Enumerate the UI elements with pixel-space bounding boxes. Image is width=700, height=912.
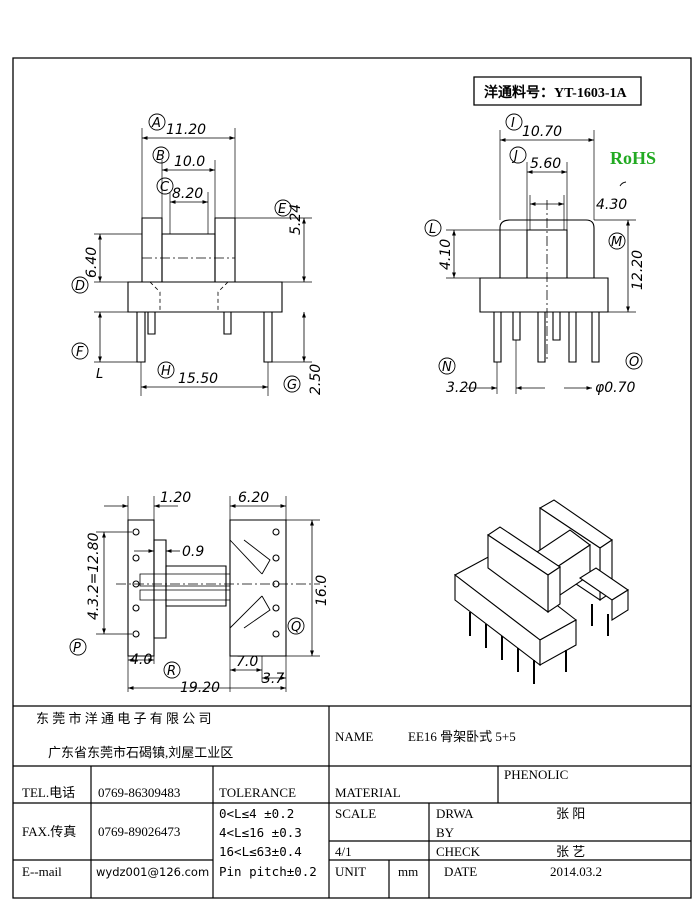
drwa-label: DRWA bbox=[436, 806, 474, 821]
top-right-block bbox=[230, 520, 286, 656]
label-b: B bbox=[156, 149, 165, 164]
label-a: A bbox=[151, 116, 161, 131]
side-view bbox=[446, 130, 636, 394]
front-left-flange bbox=[142, 218, 162, 282]
side-base bbox=[480, 278, 608, 312]
label-e: E bbox=[278, 202, 287, 217]
dim-n-value: 3.20 bbox=[446, 380, 477, 396]
tolerance-1: 0<L≤4 ±0.2 bbox=[219, 806, 294, 821]
dim-g-value: 2.50 bbox=[308, 364, 324, 395]
checked-by: 张 艺 bbox=[556, 844, 585, 859]
label-m: M bbox=[611, 235, 622, 250]
front-right-flange bbox=[215, 218, 235, 282]
label-n: N bbox=[442, 360, 452, 375]
dim-a-value: 11.20 bbox=[166, 122, 206, 138]
email-value: wydz001@126.com bbox=[96, 865, 209, 879]
label-o: O bbox=[629, 355, 639, 370]
tel-value: 0769-86309483 bbox=[98, 785, 180, 800]
drawn-by: 张 阳 bbox=[556, 806, 585, 821]
tolerance-2: 4<L≤16 ±0.3 bbox=[219, 825, 302, 840]
dim-i-value: 10.70 bbox=[522, 124, 562, 140]
side-flange bbox=[500, 220, 594, 278]
dim-j-value: 5.60 bbox=[530, 156, 561, 172]
dim-c-value: 8.20 bbox=[172, 186, 203, 202]
date-label: DATE bbox=[444, 864, 477, 879]
dim-gap-value: 0.9 bbox=[182, 544, 204, 560]
dim-w1-value: 1.20 bbox=[160, 490, 191, 506]
top-view bbox=[96, 496, 320, 692]
email-label: E--mail bbox=[22, 864, 62, 879]
company-address: 广东省东莞市石碣镇,刘屋工业区 bbox=[48, 745, 233, 760]
side-callouts bbox=[425, 114, 642, 374]
unit-label: UNIT bbox=[335, 864, 366, 879]
dim-pitch-value: 4.3.2=12.80 bbox=[86, 532, 102, 620]
label-c: C bbox=[160, 180, 170, 195]
label-j: J bbox=[511, 149, 518, 164]
scale-label: SCALE bbox=[335, 806, 376, 821]
l-mark: L bbox=[96, 367, 103, 382]
label-f: F bbox=[76, 345, 84, 360]
dim-h-value: 15.50 bbox=[178, 371, 218, 387]
dim-e-value: 5.24 bbox=[288, 204, 304, 235]
check-label: CHECK bbox=[436, 844, 481, 859]
name-value: EE16 骨架卧式 5+5 bbox=[408, 729, 516, 744]
unit-value: mm bbox=[398, 864, 418, 879]
front-callouts bbox=[72, 114, 300, 392]
part-number: 洋通料号：YT-1603-1A bbox=[484, 84, 627, 101]
top-left-pin-block bbox=[128, 520, 154, 656]
dim-w2-value: 6.20 bbox=[238, 490, 269, 506]
label-d: D bbox=[75, 279, 85, 294]
dim-total-value: 19.20 bbox=[180, 680, 220, 696]
dim-o-value: φ0.70 bbox=[595, 380, 636, 396]
top-callouts bbox=[70, 618, 304, 678]
name-label: NAME bbox=[335, 729, 373, 744]
front-view bbox=[94, 128, 312, 396]
sheet-border bbox=[13, 58, 691, 898]
label-q: Q bbox=[291, 620, 301, 635]
dim-p-value: 4.0 bbox=[130, 652, 152, 668]
label-h: H bbox=[161, 364, 171, 379]
top-left-flange bbox=[154, 540, 166, 638]
tolerance-4: Pin pitch±0.2 bbox=[219, 864, 317, 879]
label-g: G bbox=[287, 378, 297, 393]
company-name: 东 莞 市 洋 通 电 子 有 限 公 司 bbox=[36, 711, 212, 726]
dim-b-value: 10.0 bbox=[174, 154, 205, 170]
by-label: BY bbox=[436, 825, 455, 840]
dim-k-value: 4.30 bbox=[596, 197, 627, 213]
label-r: R bbox=[167, 664, 176, 679]
rohs-mark: RoHS bbox=[610, 148, 656, 168]
label-l: L bbox=[429, 222, 436, 237]
part-number-box: 洋通料号：YT-1603-1A bbox=[474, 77, 641, 105]
tolerance-label: TOLERANCE bbox=[219, 785, 296, 800]
title-block bbox=[13, 706, 691, 898]
isometric-view bbox=[455, 500, 628, 684]
label-i: I bbox=[511, 116, 515, 131]
dim-d-value: 6.40 bbox=[84, 247, 100, 278]
material-label: MATERIAL bbox=[335, 785, 401, 800]
dim-m-value: 12.20 bbox=[630, 250, 646, 290]
fax-label: FAX.传真 bbox=[22, 824, 76, 839]
scale-value: 4/1 bbox=[335, 844, 352, 859]
dim-small-value: 3.7 bbox=[262, 671, 284, 687]
dim-l-value: 4.10 bbox=[438, 239, 454, 270]
front-pin-right bbox=[264, 312, 272, 362]
material-value: PHENOLIC bbox=[504, 767, 568, 782]
fax-value: 0769-89026473 bbox=[98, 824, 180, 839]
dim-height-value: 16.0 bbox=[314, 575, 330, 606]
tolerance-3: 16<L≤63±0.4 bbox=[219, 844, 302, 859]
label-p: P bbox=[73, 641, 81, 656]
date-value: 2014.03.2 bbox=[550, 864, 602, 879]
dim-r-value: 7.0 bbox=[236, 654, 258, 670]
front-base bbox=[128, 282, 282, 312]
tel-label: TEL.电话 bbox=[22, 785, 75, 800]
front-pin-left bbox=[137, 312, 145, 362]
